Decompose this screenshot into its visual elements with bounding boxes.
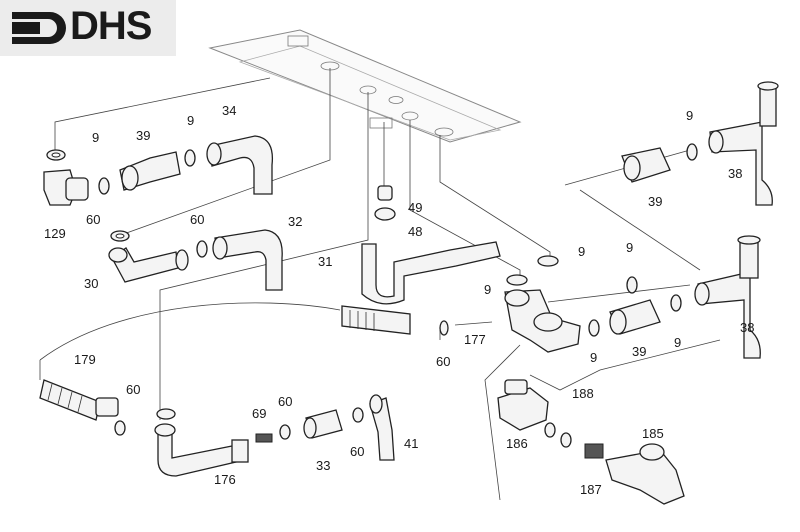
part-labels: 9 39 9 34 129 60 60 32 30 49 48 31 9 38 39 9 9 9 177 60 9 39 9… (44, 103, 754, 497)
part-label-39: 39 (648, 194, 662, 209)
part-label-60: 60 (190, 212, 204, 227)
part-label-60: 60 (86, 212, 100, 227)
part-label-185: 185 (642, 426, 664, 441)
part-label-9: 9 (686, 108, 693, 123)
part-label-188: 188 (572, 386, 594, 401)
part-label-9: 9 (626, 240, 633, 255)
part-label-41: 41 (404, 436, 418, 451)
part-label-9: 9 (590, 350, 597, 365)
part-label-9: 9 (92, 130, 99, 145)
part-label-32: 32 (288, 214, 302, 229)
part-label-39: 39 (136, 128, 150, 143)
part-label-39: 39 (632, 344, 646, 359)
part-label-187: 187 (580, 482, 602, 497)
part-label-49: 49 (408, 200, 422, 215)
mounting-bracket (208, 29, 522, 143)
part-label-9: 9 (187, 113, 194, 128)
part-label-129: 129 (44, 226, 66, 241)
part-label-9: 9 (484, 282, 491, 297)
part-label-177: 177 (464, 332, 486, 347)
part-label-60: 60 (278, 394, 292, 409)
brand-arrow-icon (12, 12, 66, 44)
part-label-30: 30 (84, 276, 98, 291)
part-label-9: 9 (674, 335, 681, 350)
part-label-60: 60 (350, 444, 364, 459)
part-label-31: 31 (318, 254, 332, 269)
washers (46, 143, 698, 448)
leader-lines (39, 68, 721, 501)
fittings (39, 81, 779, 505)
part-label-33: 33 (316, 458, 330, 473)
part-label-69: 69 (252, 406, 266, 421)
part-label-60: 60 (126, 382, 140, 397)
part-label-48: 48 (408, 224, 422, 239)
part-label-60: 60 (436, 354, 450, 369)
part-label-38: 38 (728, 166, 742, 181)
part-label-186: 186 (506, 436, 528, 451)
brand-name: DHS (70, 4, 152, 48)
part-label-176: 176 (214, 472, 236, 487)
part-label-34: 34 (222, 103, 236, 118)
part-label-9: 9 (578, 244, 585, 259)
brand-logo: DHS (0, 0, 176, 56)
part-label-179: 179 (74, 352, 96, 367)
part-label-38: 38 (740, 320, 754, 335)
